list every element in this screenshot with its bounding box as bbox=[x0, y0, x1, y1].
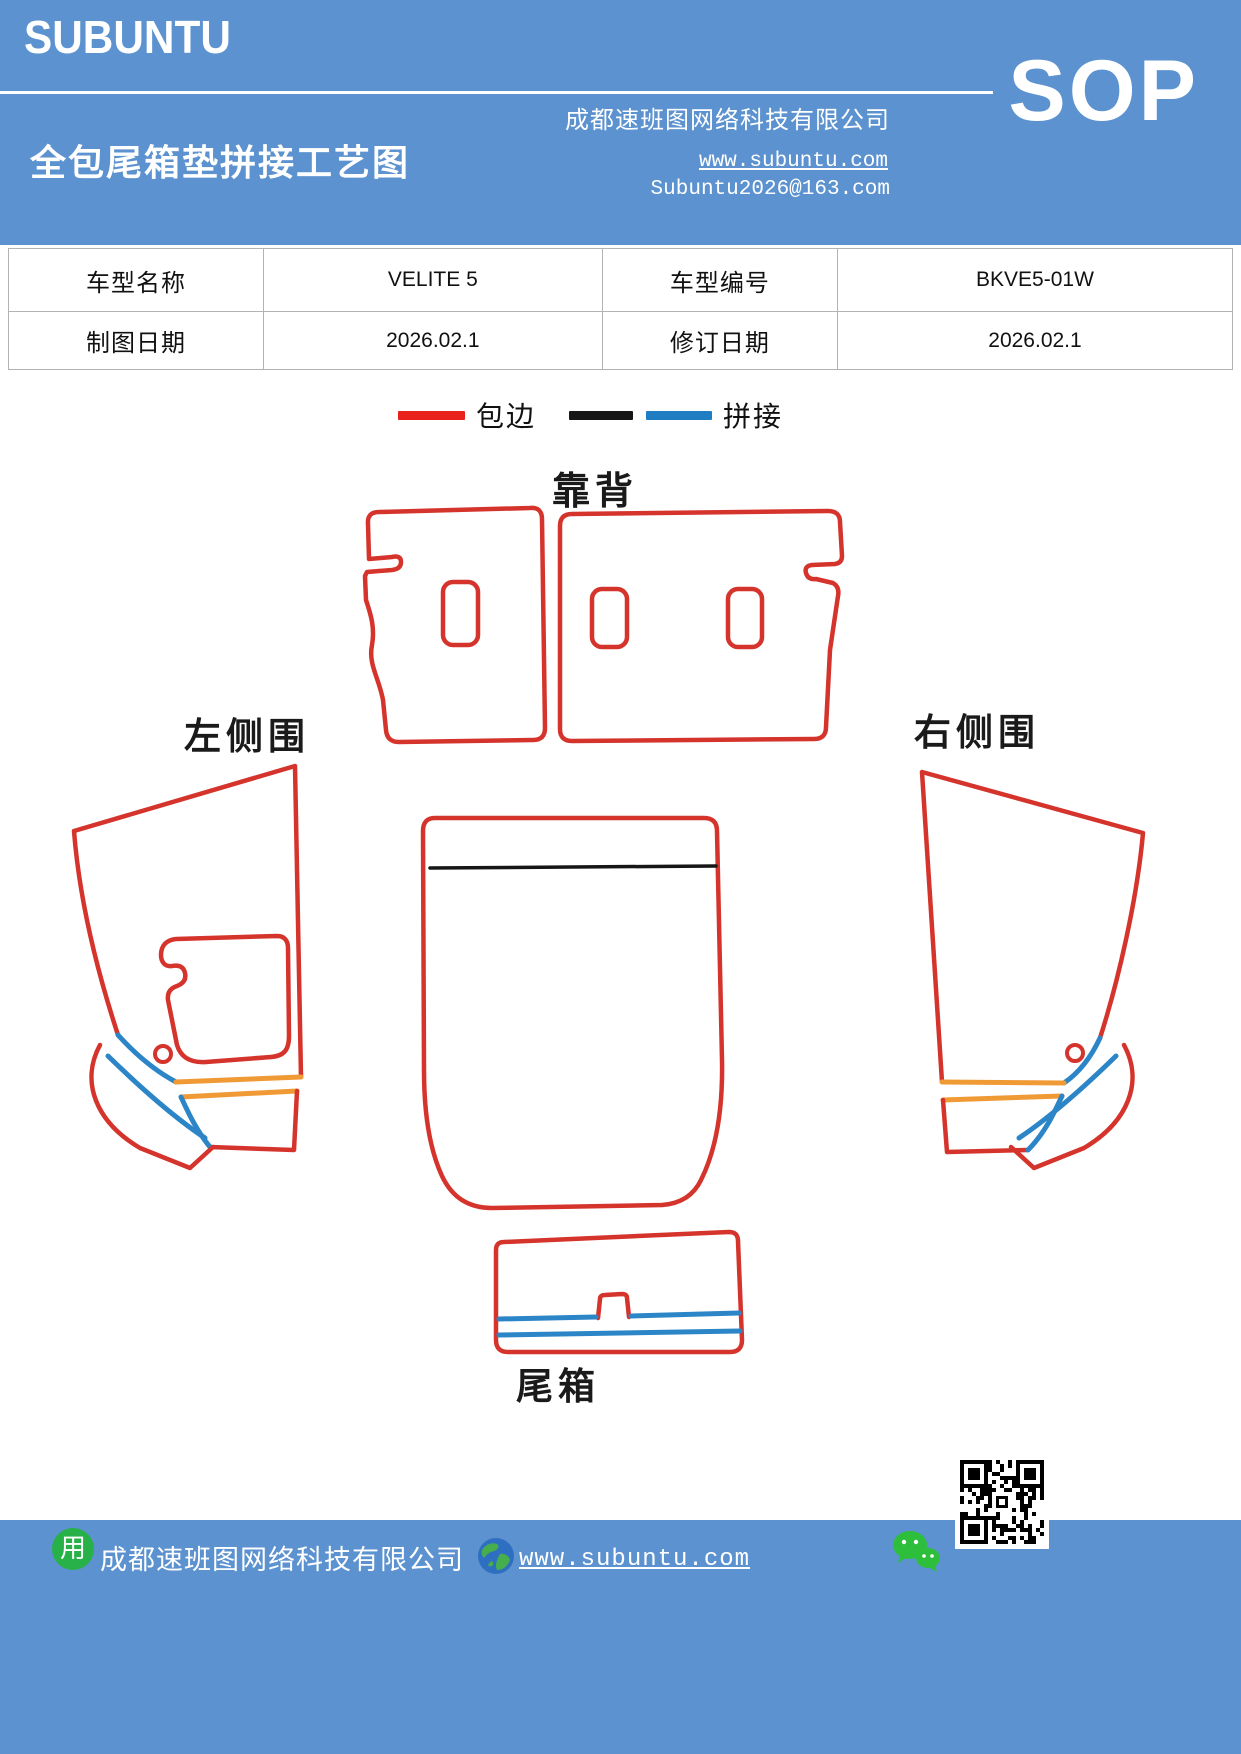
draw-date-label: 制图日期 bbox=[8, 311, 264, 370]
revise-date-value: 2026.02.1 bbox=[836, 311, 1234, 370]
legend: 包边 拼接 bbox=[398, 400, 783, 433]
left-backrest-outline bbox=[362, 505, 548, 745]
footer-company-name: 成都速班图网络科技有限公司 bbox=[100, 1545, 464, 1575]
wechat-icon bbox=[893, 1531, 940, 1572]
table-row: 车型名称 VELITE 5 车型编号 BKVE5-01W bbox=[8, 248, 1234, 312]
sop-badge: SOP bbox=[1008, 43, 1199, 139]
left-side-outline-red bbox=[71, 763, 304, 1080]
right-flap-red bbox=[1008, 1042, 1135, 1171]
right-side-splice-orange bbox=[939, 1079, 1067, 1086]
trunk-splice-blue-2 bbox=[496, 1328, 743, 1338]
right-side-label: 右侧围 bbox=[914, 713, 1040, 754]
left-side-window-cutout bbox=[158, 933, 292, 1065]
left-strip-red bbox=[207, 1088, 300, 1153]
model-name-value: VELITE 5 bbox=[262, 248, 603, 312]
splice-line-label: 拼接 bbox=[723, 402, 784, 433]
qr-code bbox=[955, 1455, 1049, 1549]
splice-black-swatch bbox=[569, 410, 634, 420]
footer-website-link[interactable]: www.subuntu.com bbox=[519, 1546, 751, 1573]
header-divider-line bbox=[0, 91, 993, 94]
model-name-label: 车型名称 bbox=[8, 248, 264, 312]
left-strip-blue bbox=[178, 1094, 213, 1150]
right-side-hole bbox=[1065, 1043, 1085, 1063]
right-side-outline-red bbox=[919, 769, 1146, 1085]
trunk-piece-outline bbox=[493, 1229, 745, 1355]
revise-date-label: 修订日期 bbox=[601, 311, 838, 370]
pattern-diagram bbox=[71, 505, 1146, 1355]
left-side-splice-orange bbox=[173, 1074, 304, 1085]
header-email: Subuntu2026@163.com bbox=[650, 178, 890, 201]
splice-blue-swatch bbox=[646, 410, 713, 420]
globe-icon bbox=[478, 1538, 514, 1574]
left-flap-splice-blue bbox=[105, 1053, 208, 1141]
edge-line-swatch bbox=[398, 410, 465, 420]
page-title: 全包尾箱垫拼接工艺图 bbox=[30, 143, 411, 183]
trunk-splice-blue-1a bbox=[496, 1314, 599, 1322]
company-building-icon: 用 bbox=[52, 1528, 94, 1570]
footer-band bbox=[0, 1520, 1241, 1754]
model-code-value: BKVE5-01W bbox=[836, 248, 1234, 312]
left-flap-red bbox=[89, 1042, 216, 1171]
backrest-label: 靠背 bbox=[552, 471, 639, 513]
right-strip-orange bbox=[940, 1093, 1065, 1103]
draw-date-value: 2026.02.1 bbox=[262, 311, 603, 370]
left-side-label: 左侧围 bbox=[184, 717, 310, 758]
main-mat-outline bbox=[420, 815, 725, 1211]
header-company-name: 成都速班图网络科技有限公司 bbox=[565, 108, 890, 134]
right-strip-red bbox=[940, 1097, 1031, 1155]
left-backrest-headrest-hole bbox=[440, 579, 481, 648]
right-flap-splice-blue bbox=[1016, 1053, 1119, 1141]
right-backrest-outline bbox=[557, 508, 845, 744]
main-mat-splice-black-line bbox=[428, 864, 718, 870]
trunk-label: 尾箱 bbox=[516, 1367, 600, 1408]
right-strip-blue bbox=[1025, 1093, 1065, 1153]
right-backrest-headrest-hole bbox=[589, 586, 630, 650]
left-side-hole bbox=[153, 1044, 173, 1064]
model-code-label: 车型编号 bbox=[601, 248, 838, 312]
company-logo: SUBUNTU bbox=[24, 11, 231, 63]
header-website-link[interactable]: www.subuntu.com bbox=[698, 150, 888, 173]
table-row: 制图日期 2026.02.1 修订日期 2026.02.1 bbox=[8, 311, 1234, 370]
left-strip-orange bbox=[178, 1088, 300, 1100]
vehicle-info-table: 车型名称 VELITE 5 车型编号 BKVE5-01W 制图日期 2026.0… bbox=[8, 248, 1234, 370]
right-backrest-headrest-hole bbox=[725, 586, 765, 650]
right-side-splice-blue bbox=[1061, 1035, 1103, 1086]
edge-line-label: 包边 bbox=[476, 402, 537, 433]
trunk-splice-blue-1b bbox=[628, 1310, 742, 1319]
header-band: SUBUNTU 全包尾箱垫拼接工艺图 成都速班图网络科技有限公司 www.sub… bbox=[0, 0, 1241, 245]
left-side-splice-blue bbox=[115, 1032, 179, 1085]
trunk-piece-slot bbox=[595, 1291, 632, 1321]
